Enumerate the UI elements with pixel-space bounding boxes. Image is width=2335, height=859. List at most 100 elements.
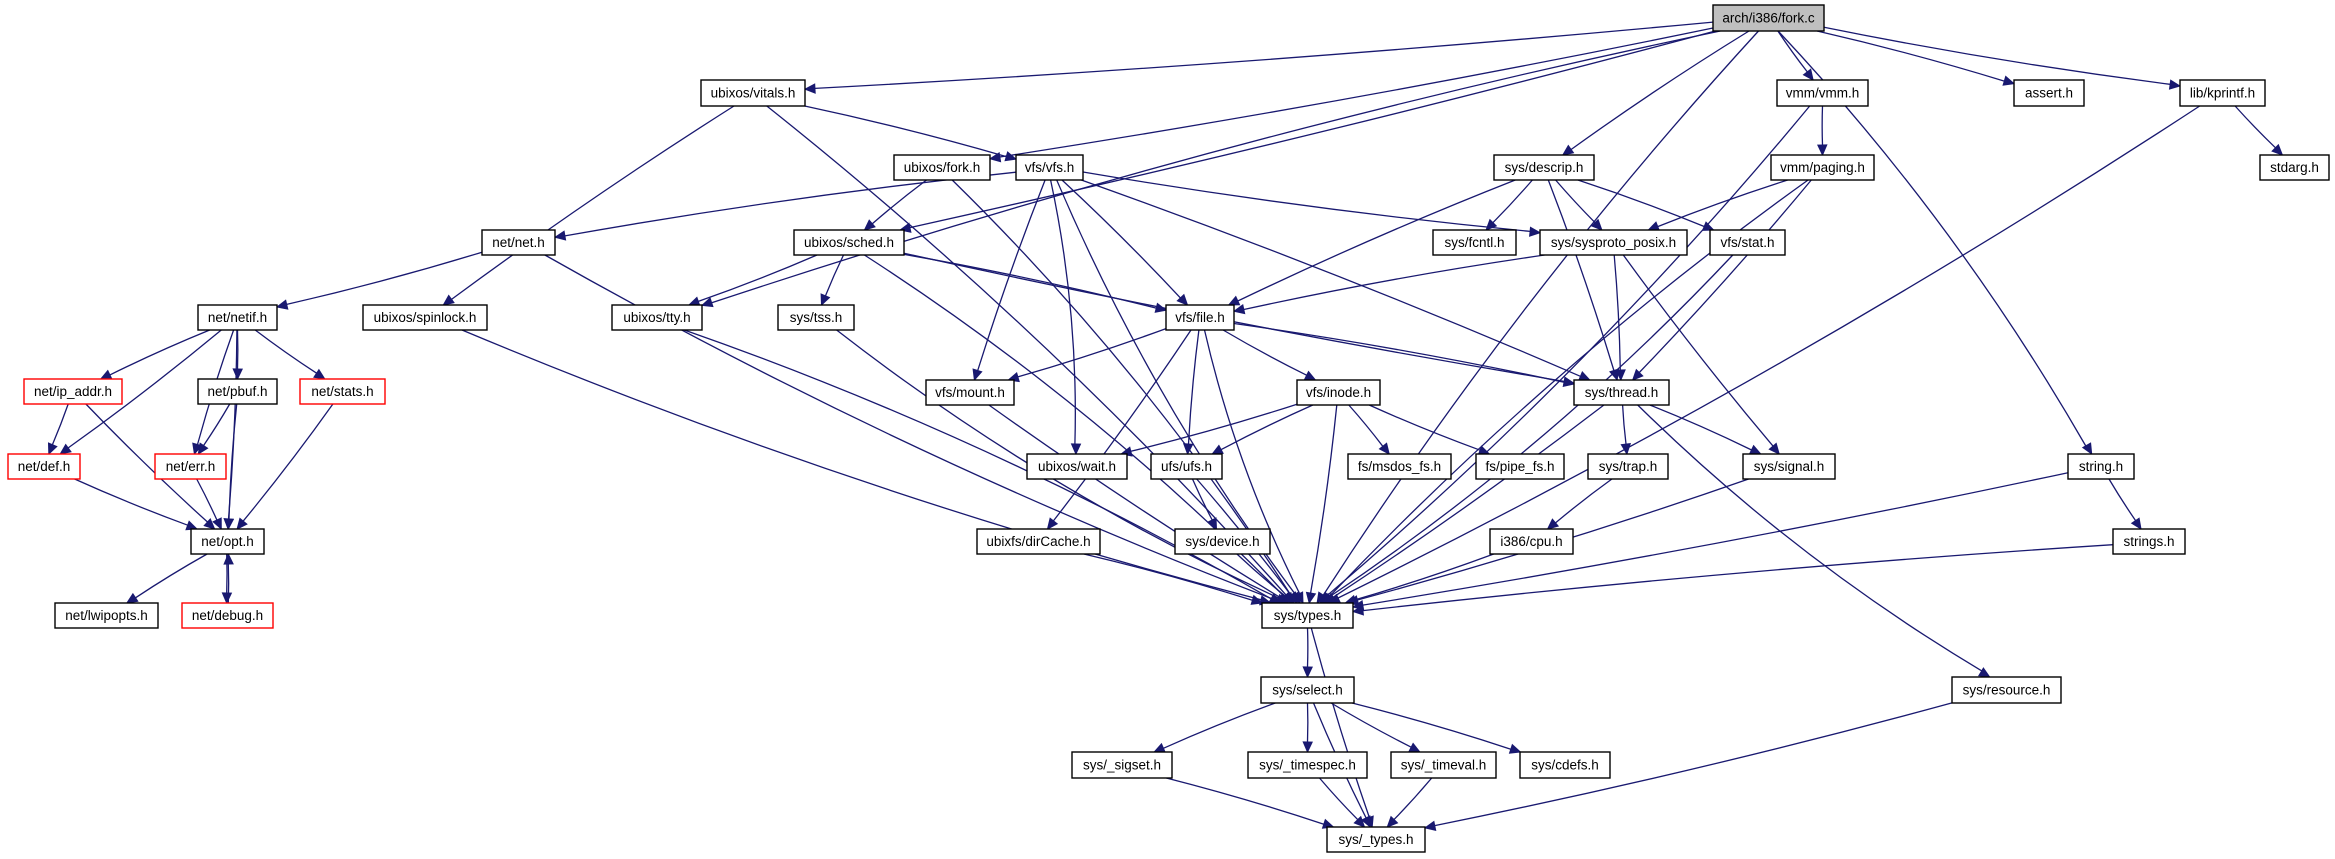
node-cdefs[interactable]: sys/cdefs.h bbox=[1519, 751, 1611, 779]
node-paging[interactable]: vmm/paging.h bbox=[1770, 154, 1875, 181]
node-lwipopts[interactable]: net/lwipopts.h bbox=[54, 602, 159, 629]
edge-line bbox=[1236, 553, 1287, 597]
node-label: ubixos/spinlock.h bbox=[374, 310, 477, 325]
node-def[interactable]: net/def.h bbox=[7, 453, 81, 480]
edge-line bbox=[242, 403, 334, 522]
edge-line bbox=[1310, 627, 1370, 818]
node-box bbox=[976, 528, 1101, 555]
node-msdos[interactable]: fs/msdos_fs.h bbox=[1347, 453, 1452, 480]
node-box bbox=[54, 602, 159, 629]
node-sysproto[interactable]: sys/sysproto_posix.h bbox=[1539, 229, 1688, 256]
node-stat[interactable]: vfs/stat.h bbox=[1709, 229, 1786, 256]
node-vfs[interactable]: vfs/vfs.h bbox=[1015, 154, 1084, 181]
node-box bbox=[1432, 229, 1517, 256]
edge-netif-to-stats bbox=[254, 329, 326, 380]
edge-line bbox=[1492, 179, 1533, 224]
node-tss[interactable]: sys/tss.h bbox=[777, 304, 855, 331]
node-types[interactable]: sys/types.h bbox=[1261, 602, 1354, 629]
arrowhead-icon bbox=[1817, 144, 1828, 157]
node-dircache[interactable]: ubixfs/dirCache.h bbox=[976, 528, 1101, 555]
node-wait[interactable]: ubixos/wait.h bbox=[1026, 453, 1128, 480]
node-file[interactable]: vfs/file.h bbox=[1165, 304, 1235, 331]
node-label: net/netif.h bbox=[208, 310, 267, 325]
node-thread[interactable]: sys/thread.h bbox=[1573, 379, 1670, 406]
node-string[interactable]: string.h bbox=[2067, 453, 2135, 480]
edge-line bbox=[1657, 179, 1788, 228]
edge-vitals-to-spinlock bbox=[442, 105, 735, 306]
node-opt[interactable]: net/opt.h bbox=[190, 528, 265, 555]
node-box bbox=[7, 453, 81, 480]
node-label: sys/cdefs.h bbox=[1531, 758, 1599, 773]
node-signal[interactable]: sys/signal.h bbox=[1742, 453, 1836, 480]
node-label: net/net.h bbox=[492, 235, 545, 250]
arrowhead-icon bbox=[1615, 369, 1626, 382]
edge-line bbox=[1243, 254, 1545, 311]
node-kprintf[interactable]: lib/kprintf.h bbox=[2179, 79, 2266, 107]
node-pbuf[interactable]: net/pbuf.h bbox=[197, 378, 278, 405]
node-ufork[interactable]: ubixos/fork.h bbox=[893, 154, 991, 181]
arrowhead-icon bbox=[1324, 592, 1337, 604]
node--types[interactable]: sys/_types.h bbox=[1326, 826, 1426, 853]
node-timespec[interactable]: sys/_timespec.h bbox=[1247, 751, 1368, 779]
node-box bbox=[181, 602, 274, 629]
node-debug[interactable]: net/debug.h bbox=[181, 602, 274, 629]
node-label: ubixos/wait.h bbox=[1038, 459, 1116, 474]
edge-fork_c-to-vitals bbox=[803, 21, 1714, 94]
node-vmm[interactable]: vmm/vmm.h bbox=[1776, 79, 1869, 107]
edge-select-to-timeval bbox=[1330, 702, 1421, 753]
node-label: vfs/vfs.h bbox=[1025, 160, 1075, 175]
node-label: sys/types.h bbox=[1274, 608, 1342, 623]
edge-line bbox=[1337, 105, 2201, 599]
edge-file-to-thread bbox=[1233, 322, 1576, 388]
edge-timespec-to-_types bbox=[1319, 777, 1366, 828]
node-netif[interactable]: net/netif.h bbox=[197, 304, 278, 331]
node-select[interactable]: sys/select.h bbox=[1260, 676, 1355, 704]
node-strings[interactable]: strings.h bbox=[2112, 528, 2186, 555]
node-descrip[interactable]: sys/descrip.h bbox=[1493, 154, 1595, 181]
node-sigset[interactable]: sys/_sigset.h bbox=[1071, 751, 1173, 779]
node-cpu[interactable]: i386/cpu.h bbox=[1489, 528, 1574, 555]
node-ufs[interactable]: ufs/ufs.h bbox=[1150, 453, 1223, 480]
edge-ipaddr-to-def bbox=[47, 403, 69, 456]
node-box bbox=[1573, 379, 1670, 406]
node-box bbox=[1174, 528, 1271, 555]
node-sched[interactable]: ubixos/sched.h bbox=[793, 229, 905, 256]
node-ipaddr[interactable]: net/ip_addr.h bbox=[23, 378, 123, 405]
node-fork-c[interactable]: arch/i386/fork.c bbox=[1712, 4, 1825, 32]
node-box bbox=[1493, 154, 1595, 181]
node-device[interactable]: sys/device.h bbox=[1174, 528, 1271, 555]
node-tty[interactable]: ubixos/tty.h bbox=[611, 304, 703, 331]
arrowhead-icon bbox=[1153, 742, 1166, 753]
arrowhead-icon bbox=[442, 294, 455, 306]
edge-line bbox=[196, 478, 218, 521]
arrowhead-icon bbox=[1070, 443, 1082, 456]
node-box bbox=[1247, 751, 1368, 779]
arrowhead-icon bbox=[236, 517, 248, 530]
node-label: sys/_sigset.h bbox=[1083, 758, 1161, 773]
node-assert[interactable]: assert.h bbox=[2013, 79, 2085, 107]
edge-line bbox=[1319, 777, 1359, 821]
node-netnet[interactable]: net/net.h bbox=[481, 229, 556, 256]
edge-netif-to-pbuf bbox=[232, 329, 243, 381]
node-stdarg[interactable]: stdarg.h bbox=[2259, 154, 2330, 181]
node-inode[interactable]: vfs/inode.h bbox=[1296, 379, 1381, 406]
arrowhead-icon bbox=[863, 219, 876, 231]
node-pipe[interactable]: fs/pipe_fs.h bbox=[1475, 453, 1565, 480]
arrowhead-icon bbox=[1408, 742, 1421, 753]
node-mount[interactable]: vfs/mount.h bbox=[925, 379, 1015, 406]
node-err[interactable]: net/err.h bbox=[154, 453, 227, 480]
node-stats[interactable]: net/stats.h bbox=[299, 378, 386, 405]
node-label: net/debug.h bbox=[192, 608, 263, 623]
node-spinlock[interactable]: ubixos/spinlock.h bbox=[362, 304, 488, 331]
node-fcntl[interactable]: sys/fcntl.h bbox=[1432, 229, 1517, 256]
node-vitals[interactable]: ubixos/vitals.h bbox=[700, 79, 806, 107]
node-label: arch/i386/fork.c bbox=[1722, 11, 1815, 26]
node-box bbox=[700, 79, 806, 107]
node-trap[interactable]: sys/trap.h bbox=[1587, 453, 1669, 480]
node-resource[interactable]: sys/resource.h bbox=[1951, 676, 2062, 704]
node-box bbox=[362, 304, 488, 331]
edge-pbuf-to-opt bbox=[223, 403, 238, 531]
arrowhead-icon bbox=[1485, 218, 1498, 231]
edge-sched-to-tty bbox=[687, 254, 818, 307]
node-timeval[interactable]: sys/_timeval.h bbox=[1390, 751, 1497, 779]
